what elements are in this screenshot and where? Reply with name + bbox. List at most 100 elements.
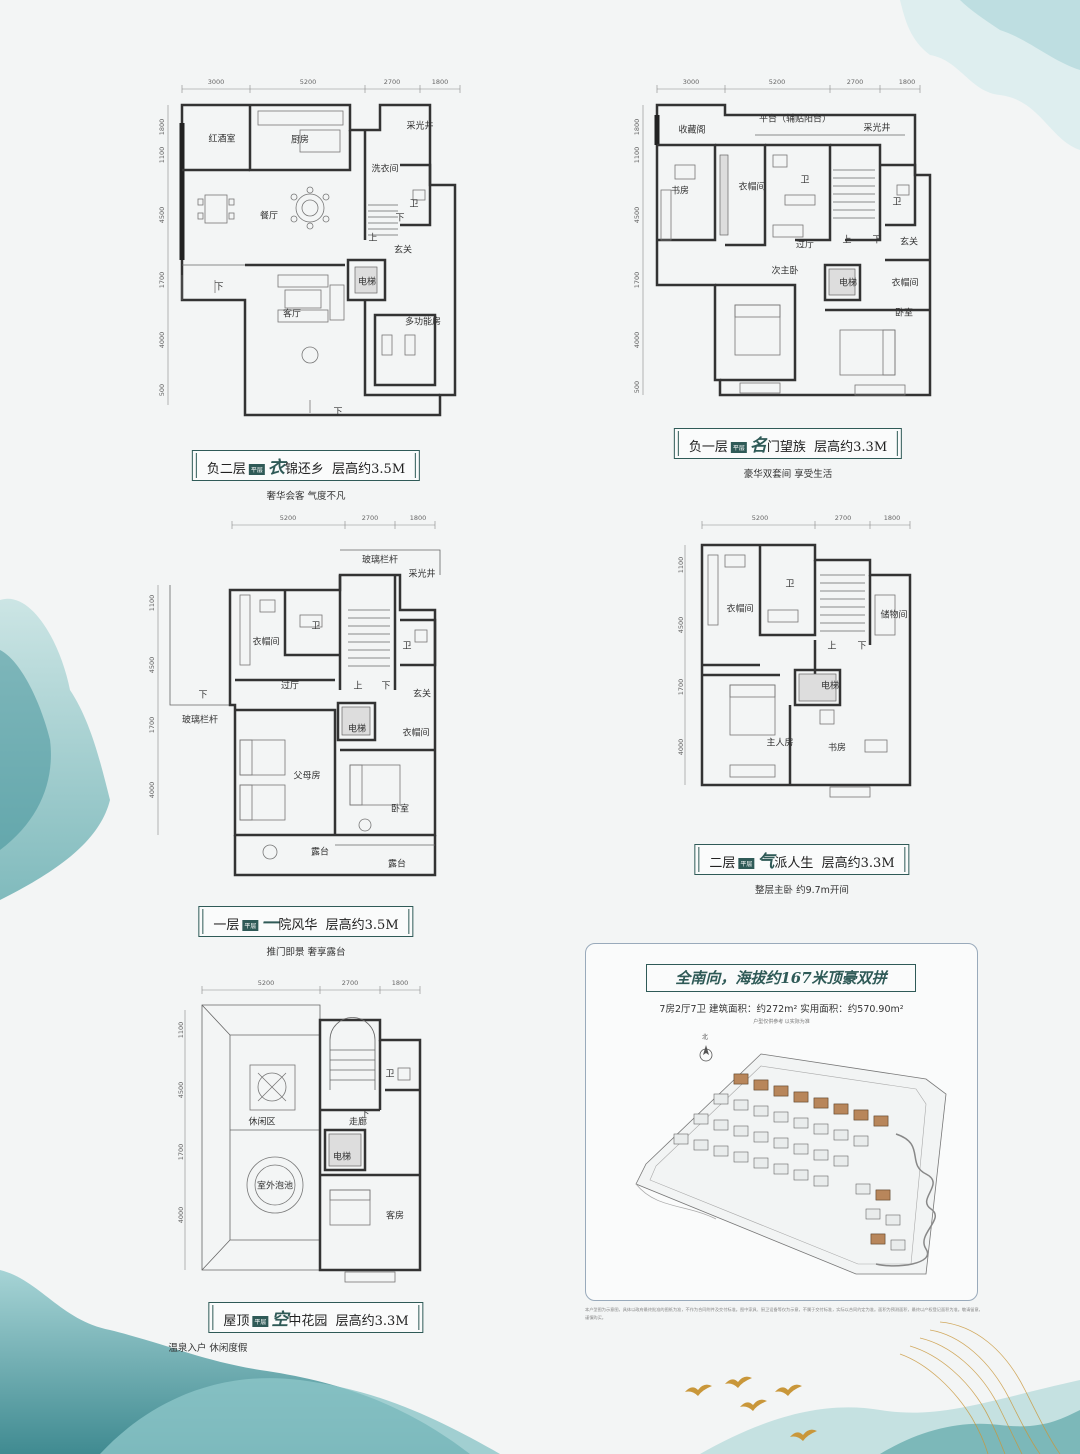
dim-label: 2700	[341, 979, 359, 987]
caption-f1: 一层平层一院风华 层高约3.5M 推门即景 奢享露台	[198, 906, 414, 958]
room-label: 露台	[387, 859, 407, 870]
room-label: 厨房	[290, 135, 310, 146]
floor-height: 层高约3.3M	[814, 440, 888, 455]
room-label: 书房	[670, 186, 690, 197]
dim-label: 4000	[633, 331, 641, 349]
dim-label: 2700	[383, 78, 401, 86]
stair-down-label: 下	[360, 1109, 370, 1120]
floor-name: 一层	[213, 918, 240, 933]
floor-name: 负一层	[688, 440, 728, 455]
room-label: 书房	[827, 743, 847, 754]
room-label: 储物间	[880, 610, 908, 621]
floor-plan-f2-drawing	[684, 521, 912, 798]
dim-label: 1700	[148, 716, 156, 734]
info-card: 全南向，海拔约167米顶豪双拼 7房2厅7卫 建筑面积：约272m² 实用面积：…	[585, 943, 978, 1301]
room-label: 室外泡池	[256, 1181, 294, 1192]
dim-label: 4500	[677, 616, 685, 634]
room-label: 衣帽间	[402, 728, 430, 739]
room-label: 采光井	[408, 569, 436, 580]
floor-plan-b2: 3000 5200 2700 1800 1800 1100 4500 1700 …	[158, 75, 470, 425]
dim-label: 4500	[158, 206, 166, 224]
room-label: 红酒室	[208, 134, 236, 145]
floor-name: 屋顶	[223, 1314, 250, 1329]
dim-label: 1100	[633, 146, 641, 164]
floor-plan-f2: 5200 2700 1800 1100 4500 1700 4000 衣帽间 卫…	[677, 514, 940, 815]
room-label: 收藏阁	[678, 125, 706, 136]
room-label: 卧室	[894, 308, 914, 319]
floor-tag: 平层	[242, 920, 259, 931]
room-label: 卫	[800, 175, 810, 186]
floor-plan-f1: 5200 2700 1800 1100 4500 1700 4000 玻璃栏杆 …	[148, 514, 460, 885]
dim-label: 1800	[158, 118, 166, 136]
room-label: 电梯	[357, 277, 377, 288]
floor-plan-b2-drawing	[167, 85, 461, 417]
dim-label: 5200	[768, 78, 786, 86]
dim-label: 1700	[158, 271, 166, 289]
caption-b1-subtitle: 豪华双套间 享受生活	[743, 469, 833, 480]
caption-b1: 负一层平层名门望族 层高约3.3M 豪华双套间 享受生活	[673, 428, 903, 480]
calligraphy-char: 一	[261, 914, 279, 934]
room-label: 采光井	[406, 121, 434, 132]
dim-label: 2700	[834, 514, 852, 522]
dim-label: 2700	[846, 78, 864, 86]
caption-f2: 二层平层气派人生 层高约3.3M 整层主卧 约9.7m开间	[694, 844, 910, 896]
room-label: 卫	[409, 199, 419, 210]
dim-label: 5200	[279, 514, 297, 522]
dim-label: 4000	[177, 1206, 185, 1224]
room-label: 衣帽间	[891, 278, 919, 289]
info-spec: 7房2厅7卫 建筑面积：约272m² 实用面积：约570.90m²	[659, 1004, 904, 1015]
calligraphy-char: 空	[271, 1310, 289, 1330]
floor-plan-roof: 5200 2700 1800 1100 4500 1700 4000 卫 休闲区…	[177, 979, 440, 1290]
floor-plan-b1: 3000 5200 2700 1800 1800 1100 4500 1700 …	[633, 75, 945, 415]
caption-b2: 负二层平层衣锦还乡 层高约3.5M 奢华会客 气度不凡	[191, 450, 421, 502]
caption-b2-subtitle: 奢华会客 气度不凡	[266, 491, 346, 502]
floor-plan-roof-drawing	[184, 986, 422, 1283]
floor-theme: 锦还乡	[284, 462, 324, 477]
caption-f2-box: 二层平层气派人生 层高约3.3M	[694, 844, 910, 875]
dim-label: 5200	[299, 78, 317, 86]
dim-label: 1700	[177, 1143, 185, 1161]
north-arrow-icon: 北	[699, 1034, 713, 1068]
dim-label: 1800	[431, 78, 449, 86]
dim-label: 1700	[633, 271, 641, 289]
floor-height: 层高约3.3M	[335, 1314, 409, 1329]
birds-decoration	[685, 1376, 817, 1441]
floor-plan-b1-drawing	[642, 85, 932, 397]
room-label: 主人房	[766, 738, 794, 749]
floor-theme: 门望族	[766, 440, 806, 455]
dim-label: 500	[158, 383, 166, 397]
dim-label: 2700	[361, 514, 379, 522]
info-note: 户型仅供参考 以实际为准	[753, 1019, 810, 1025]
caption-b2-box: 负二层平层衣锦还乡 层高约3.5M	[191, 450, 421, 481]
floor-height: 层高约3.5M	[325, 918, 399, 933]
caption-f1-subtitle: 推门即景 奢享露台	[266, 947, 346, 958]
room-label: 父母房	[293, 771, 321, 782]
floor-theme: 派人生	[774, 856, 814, 871]
room-label: 玻璃栏杆	[181, 715, 219, 726]
stair-up-label: 上	[368, 233, 378, 244]
floor-name: 二层	[709, 856, 736, 871]
stair-up-label: 上	[353, 681, 363, 692]
dim-label: 4500	[148, 656, 156, 674]
dim-label: 1100	[177, 1021, 185, 1039]
site-plan	[635, 1053, 947, 1275]
room-label: 平台（辅贴阳台）	[758, 114, 832, 125]
dim-label: 3000	[682, 78, 700, 86]
dim-label: 1800	[898, 78, 916, 86]
room-label: 次主卧	[771, 266, 799, 277]
disclaimer-text: 本户型图为示意图，具体以政府最终批准的图纸为准，不作为合同附件及交付标准。图中家…	[585, 1307, 983, 1320]
caption-roof-box: 屋顶平层空中花园 层高约3.3M	[208, 1302, 424, 1333]
room-label: 电梯	[820, 681, 840, 692]
room-label: 卫	[402, 641, 412, 652]
floor-theme: 院风华	[278, 918, 318, 933]
room-label: 走廊	[348, 1117, 368, 1128]
floor-height: 层高约3.5M	[332, 462, 406, 477]
stair-up-label: 上	[842, 235, 852, 246]
room-label: 玄关	[412, 689, 432, 700]
room-label: 卫	[785, 579, 795, 590]
room-label: 休闲区	[248, 1117, 276, 1128]
dim-label: 1100	[158, 146, 166, 164]
caption-f2-subtitle: 整层主卧 约9.7m开间	[755, 885, 849, 896]
dim-label: 5200	[257, 979, 275, 987]
floor-plan-f1-drawing	[157, 521, 441, 877]
